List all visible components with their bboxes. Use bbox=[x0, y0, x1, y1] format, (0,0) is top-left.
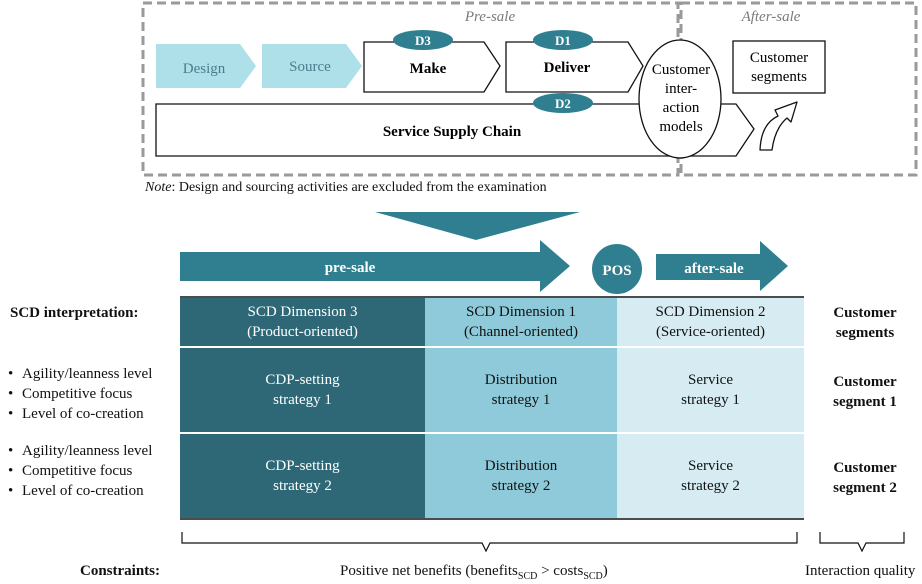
aftersale-arrow-label: after-sale bbox=[684, 261, 744, 277]
cell-line: Distribution bbox=[484, 458, 558, 474]
cim-line-3: action bbox=[663, 100, 700, 116]
header-line: SCD Dimension 2 bbox=[655, 304, 766, 320]
pos-circle bbox=[592, 244, 642, 294]
net-sub-2: SCD bbox=[583, 571, 603, 582]
cell-line: strategy 1 bbox=[273, 392, 332, 408]
make-arrow bbox=[363, 41, 501, 93]
deliver-arrow bbox=[505, 41, 644, 93]
row2-criteria-list: Agility/leanness level Competitive focus… bbox=[8, 441, 152, 501]
cell-line: Service bbox=[688, 372, 733, 388]
constraints-label: Constraints: bbox=[80, 563, 161, 579]
right-line: segments bbox=[835, 325, 895, 341]
net-mid: > costs bbox=[537, 563, 584, 579]
d3-badge-label: D3 bbox=[415, 33, 431, 48]
cell-service-strategy-1: Service strategy 1 bbox=[617, 348, 804, 432]
right-line: Customer bbox=[833, 460, 897, 476]
list-item: Agility/leanness level bbox=[8, 364, 152, 384]
d1-badge bbox=[533, 30, 593, 50]
source-label: Source bbox=[289, 59, 331, 75]
customer-segments-header: Customer segments bbox=[812, 303, 918, 343]
customer-segment-1: Customer segment 1 bbox=[812, 372, 918, 412]
aftersale-label: After-sale bbox=[741, 9, 801, 25]
note-prefix: Note bbox=[145, 180, 172, 195]
presale-arrow-label: pre-sale bbox=[325, 260, 376, 276]
list-item: Competitive focus bbox=[8, 384, 152, 404]
cell-distribution-strategy-2: Distribution strategy 2 bbox=[425, 434, 617, 518]
header-scd-dimension-3: SCD Dimension 3 (Product-oriented) bbox=[180, 298, 425, 346]
cell-service-strategy-2: Service strategy 2 bbox=[617, 434, 804, 518]
cell-distribution-strategy-1: Distribution strategy 1 bbox=[425, 348, 617, 432]
customer-interaction-models bbox=[638, 39, 722, 159]
net-prefix: Positive net benefits (benefits bbox=[340, 563, 518, 579]
header-scd-dimension-1: SCD Dimension 1 (Channel-oriented) bbox=[425, 298, 617, 346]
cim-line-2: inter- bbox=[665, 81, 697, 97]
design-label: Design bbox=[183, 61, 226, 77]
cell-cdp-strategy-1: CDP-setting strategy 1 bbox=[180, 348, 425, 432]
header-line: SCD Dimension 3 bbox=[247, 304, 358, 320]
cell-line: strategy 2 bbox=[273, 478, 332, 494]
note-text: : Design and sourcing activities are exc… bbox=[171, 180, 547, 195]
cell-line: Service bbox=[688, 458, 733, 474]
segments-line-1: Customer bbox=[750, 50, 808, 66]
interaction-quality-label: Interaction quality bbox=[805, 563, 916, 579]
curved-up-arrow-icon bbox=[759, 101, 798, 151]
cell-line: strategy 2 bbox=[491, 478, 551, 494]
note: Note: Design and sourcing activities are… bbox=[145, 180, 547, 196]
net-sub-1: SCD bbox=[517, 571, 538, 582]
row1-criteria-list: Agility/leanness level Competitive focus… bbox=[8, 364, 152, 424]
net-suffix: ) bbox=[602, 563, 608, 579]
header-scd-dimension-2: SCD Dimension 2 (Service-oriented) bbox=[617, 298, 804, 346]
list-item: Agility/leanness level bbox=[8, 441, 152, 461]
list-item: Level of co-creation bbox=[8, 404, 152, 424]
net-benefits-brace bbox=[181, 532, 798, 553]
service-supply-chain-label: Service Supply Chain bbox=[383, 124, 522, 140]
scd-interpretation-header: SCD interpretation: bbox=[10, 305, 139, 321]
pos-label: POS bbox=[602, 263, 631, 279]
cim-line-4: models bbox=[659, 119, 702, 135]
cell-line: CDP-setting bbox=[265, 458, 340, 474]
right-line: Customer bbox=[833, 374, 897, 390]
d2-badge-label: D2 bbox=[555, 96, 571, 111]
right-line: segment 1 bbox=[833, 394, 897, 410]
header-line: (Product-oriented) bbox=[247, 324, 358, 340]
cim-line-1: Customer bbox=[652, 62, 710, 78]
cell-line: Distribution bbox=[484, 372, 558, 388]
cell-line: strategy 1 bbox=[491, 392, 551, 408]
d3-badge bbox=[393, 30, 453, 50]
net-benefits-text: Positive net benefits (benefitsSCD > cos… bbox=[340, 563, 608, 582]
deliver-label: Deliver bbox=[544, 60, 591, 76]
design-chevron bbox=[156, 44, 256, 88]
cell-line: strategy 2 bbox=[681, 478, 740, 494]
segments-line-2: segments bbox=[751, 69, 807, 85]
header-line: (Service-oriented) bbox=[655, 324, 766, 340]
cell-line: strategy 1 bbox=[681, 392, 740, 408]
list-item: Competitive focus bbox=[8, 461, 152, 481]
customer-segments-box bbox=[732, 40, 826, 94]
presale-label: Pre-sale bbox=[464, 9, 516, 25]
customer-segment-2: Customer segment 2 bbox=[812, 458, 918, 498]
header-line: (Channel-oriented) bbox=[463, 324, 579, 340]
funnel-arrow bbox=[375, 212, 580, 240]
d1-badge-label: D1 bbox=[555, 33, 571, 48]
list-item: Level of co-creation bbox=[8, 481, 152, 501]
aftersale-arrow bbox=[656, 241, 788, 291]
right-line: Customer bbox=[833, 305, 897, 321]
source-chevron bbox=[262, 44, 362, 88]
cell-cdp-strategy-2: CDP-setting strategy 2 bbox=[180, 434, 425, 518]
d2-badge bbox=[533, 93, 593, 113]
cell-line: CDP-setting bbox=[265, 372, 340, 388]
presale-arrow bbox=[180, 240, 570, 292]
make-label: Make bbox=[410, 61, 447, 77]
right-line: segment 2 bbox=[833, 480, 897, 496]
interaction-quality-brace bbox=[819, 532, 905, 553]
header-line: SCD Dimension 1 bbox=[465, 304, 576, 320]
